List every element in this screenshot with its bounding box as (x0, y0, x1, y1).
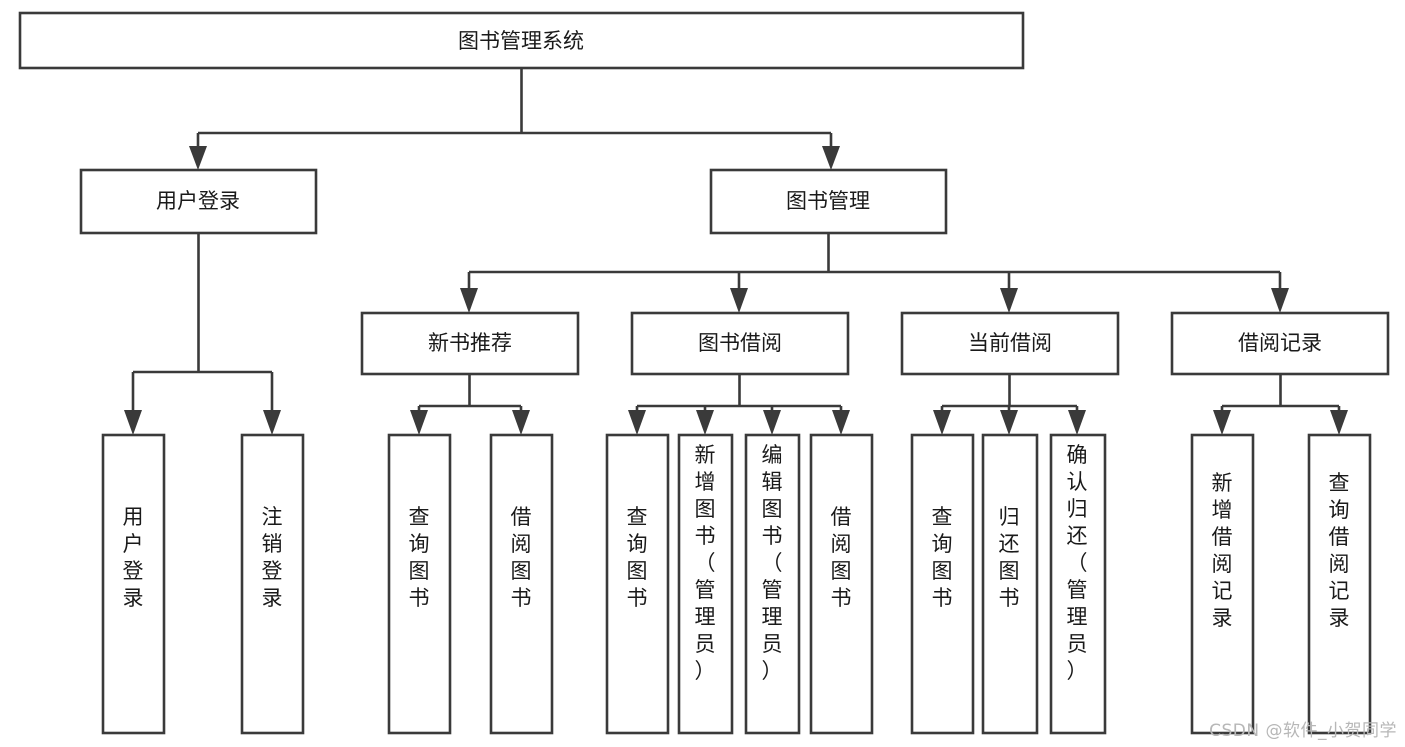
node-leaf-user-logout-label: 注销登录 (262, 505, 283, 610)
node-current-borrow-label: 当前借阅 (968, 331, 1052, 355)
node-leaf-query-record-label: 查询借阅记录 (1329, 471, 1350, 630)
node-leaf-add-record-label: 新增借阅记录 (1212, 471, 1233, 630)
connector-bookborrow-to-leaves (628, 374, 850, 435)
connector-bookmanage-to-level3 (460, 233, 1289, 313)
node-leaf-borrow-book-1-label: 借阅图书 (511, 505, 532, 610)
node-leaf-query-record[interactable]: 查询借阅记录 (1307, 433, 1372, 735)
node-leaf-query-book-2[interactable]: 查询图书 (605, 433, 670, 735)
node-leaf-borrow-book-1[interactable]: 借阅图书 (489, 433, 554, 735)
connector-root-to-level2 (189, 68, 840, 170)
node-leaf-return-book[interactable]: 归还图书 (981, 433, 1039, 735)
node-leaf-edit-book[interactable]: 编辑图书（管理员） (744, 433, 801, 735)
node-borrow-record-label: 借阅记录 (1238, 331, 1322, 355)
node-leaf-query-book-3[interactable]: 查询图书 (910, 433, 975, 735)
node-root-label: 图书管理系统 (458, 29, 584, 53)
node-new-book-recommend-label: 新书推荐 (428, 331, 512, 355)
node-book-borrow[interactable]: 图书借阅 (630, 311, 850, 376)
node-current-borrow[interactable]: 当前借阅 (900, 311, 1120, 376)
node-leaf-add-record[interactable]: 新增借阅记录 (1190, 433, 1255, 735)
node-new-book-recommend[interactable]: 新书推荐 (360, 311, 580, 376)
node-leaf-add-book-label: 新增图书（管理员） (695, 443, 716, 683)
node-user-login-label: 用户登录 (156, 189, 240, 213)
node-user-login[interactable]: 用户登录 (79, 168, 318, 235)
csdn-watermark: CSDN @软件_小贺同学 (1209, 721, 1397, 741)
node-leaf-user-logout[interactable]: 注销登录 (240, 433, 305, 735)
node-leaf-edit-book-label: 编辑图书（管理员） (762, 443, 783, 683)
node-leaf-return-book-label: 归还图书 (999, 505, 1020, 610)
node-leaf-query-book-3-label: 查询图书 (932, 505, 953, 610)
node-leaf-query-book-2-label: 查询图书 (627, 505, 648, 610)
node-book-manage[interactable]: 图书管理 (709, 168, 948, 235)
node-leaf-query-book-1[interactable]: 查询图书 (387, 433, 452, 735)
connector-currentborrow-to-leaves (933, 374, 1086, 435)
node-leaf-borrow-book-2[interactable]: 借阅图书 (809, 433, 874, 735)
node-leaf-user-login[interactable]: 用户登录 (101, 433, 166, 735)
node-leaf-user-login-label: 用户登录 (123, 505, 144, 610)
node-book-manage-label: 图书管理 (786, 189, 870, 213)
node-leaf-confirm-return-label: 确认归还（管理员） (1067, 443, 1088, 683)
connector-userlogin-to-leaves (124, 233, 281, 435)
node-book-borrow-label: 图书借阅 (698, 331, 782, 355)
node-leaf-borrow-book-2-label: 借阅图书 (831, 505, 852, 610)
node-leaf-confirm-return[interactable]: 确认归还（管理员） (1049, 433, 1107, 735)
node-leaf-query-book-1-label: 查询图书 (409, 505, 430, 610)
node-root[interactable]: 图书管理系统 (18, 11, 1025, 70)
connector-newbook-to-leaves (410, 374, 530, 435)
node-leaf-add-book[interactable]: 新增图书（管理员） (677, 433, 734, 735)
connector-borrowrecord-to-leaves (1213, 374, 1348, 435)
node-borrow-record[interactable]: 借阅记录 (1170, 311, 1390, 376)
